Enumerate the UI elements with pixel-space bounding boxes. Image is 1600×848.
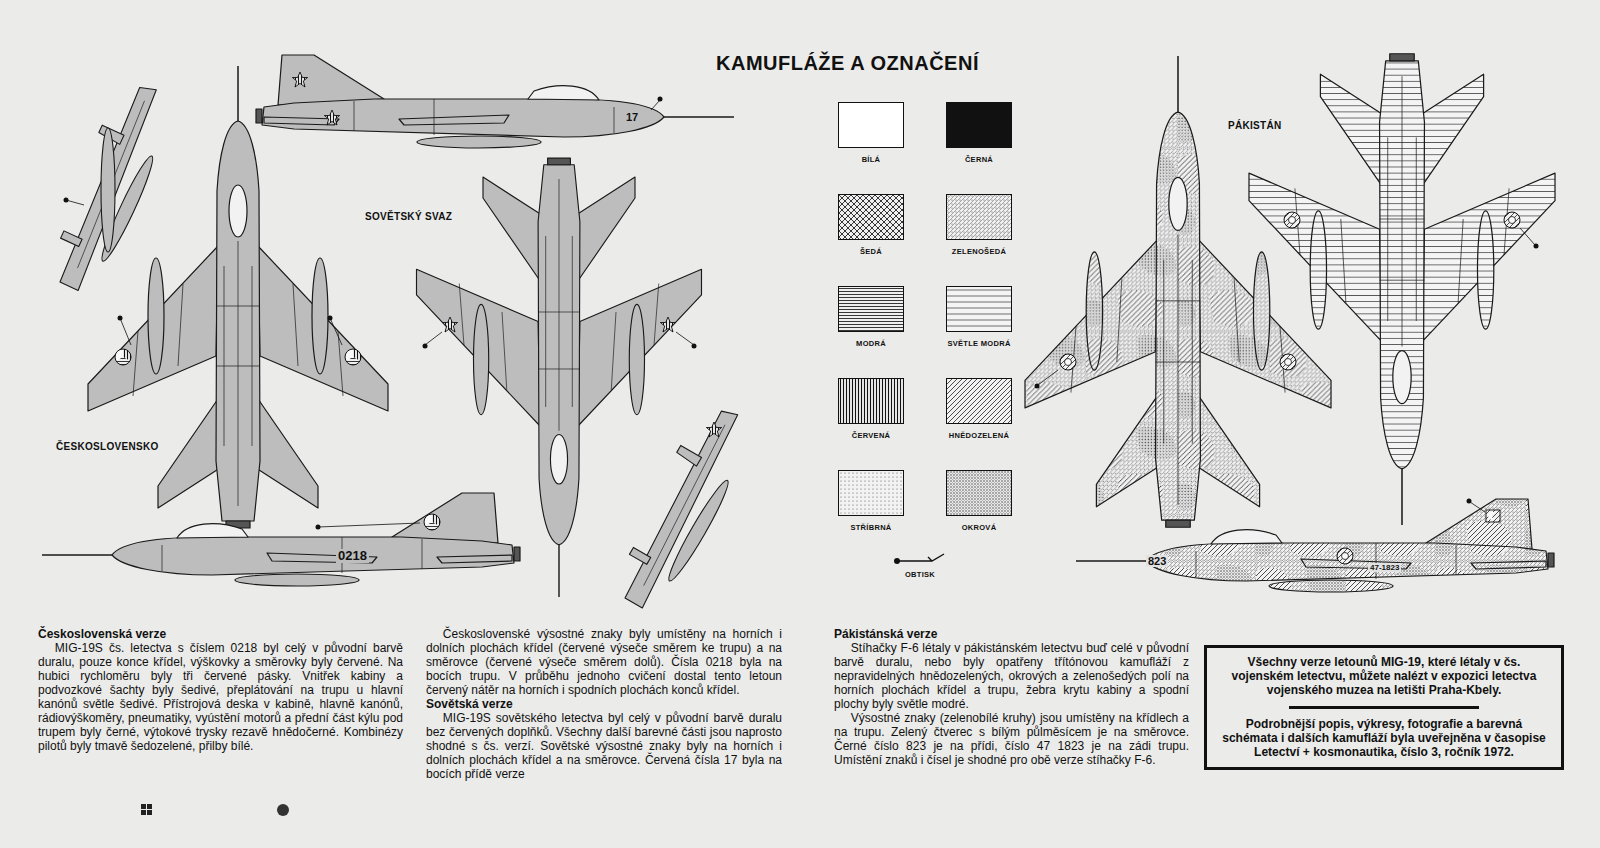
swatch-pattern [947, 471, 1011, 515]
aircraft-number: 47-1823 [1368, 563, 1401, 572]
swatch-pattern [839, 471, 903, 515]
legend-swatch [946, 378, 1012, 424]
version-caption: SOVĚTSKÝ SVAZ [365, 211, 452, 222]
swatch-fill [839, 195, 903, 239]
swatch-pattern [839, 195, 903, 239]
legend-label: MODRÁ [828, 339, 914, 348]
swatch-pattern [839, 287, 903, 331]
legend-swatch [946, 194, 1012, 240]
legend-label: ŠEDÁ [828, 247, 914, 256]
decal-line [897, 554, 944, 561]
swatch-fill [839, 287, 903, 331]
legend-label: BÍLÁ [828, 155, 914, 164]
legend-swatch [838, 470, 904, 516]
legend-label: STŘÍBRNÁ [828, 523, 914, 532]
legend-label: SVĚTLE MODRÁ [936, 339, 1022, 348]
description-text: MIG-19S čs. letectva s číslem 0218 byl c… [38, 641, 403, 753]
description-text: Výsostné znaky (zelenobílé kruhy) jsou u… [834, 711, 1189, 767]
text-column: Československá verzeMIG-19S čs. letectva… [38, 627, 403, 753]
swatch-fill [947, 195, 1011, 239]
text-column: Československé výsostné znaky byly umíst… [426, 627, 782, 781]
swatch-fill [947, 471, 1011, 515]
legend-label: ČERNÁ [936, 155, 1022, 164]
legend-label: ČERVENÁ [828, 431, 914, 440]
legend-label: ZELENOŠEDÁ [936, 247, 1022, 256]
decal-symbol [892, 552, 948, 566]
swatch-fill [839, 471, 903, 515]
legend-swatch [946, 102, 1012, 148]
legend-label: OBTISK [877, 570, 963, 579]
legend-swatch [838, 286, 904, 332]
note-text: Všechny verze letounů MIG-19, které léta… [1219, 655, 1549, 697]
note-text: Podrobnější popis, výkresy, fotografie a… [1219, 717, 1549, 759]
aircraft-number: 823 [1146, 555, 1168, 567]
legend-swatch [946, 286, 1012, 332]
swatch-pattern [947, 379, 1011, 423]
swatch-pattern [947, 287, 1011, 331]
legend-swatch [838, 194, 904, 240]
legend-swatch [838, 378, 904, 424]
version-caption: PÁKISTÁN [1228, 120, 1282, 131]
separator-bar [1289, 706, 1479, 709]
swatch-fill [947, 287, 1011, 331]
legend-label: OKROVÁ [936, 523, 1022, 532]
note-box: Všechny verze letounů MIG-19, které léta… [1204, 645, 1564, 770]
swatch-pattern [947, 195, 1011, 239]
page-title: KAMUFLÁŽE A OZNAČENÍ [716, 52, 979, 75]
description-text: Československé výsostné znaky byly umíst… [426, 627, 782, 697]
swatch-pattern [839, 379, 903, 423]
text-column: Pákistánská verzeStíhačky F-6 létaly v p… [834, 627, 1189, 767]
section-heading: Pákistánská verze [834, 627, 1189, 641]
section-heading: Sovětská verze [426, 697, 782, 711]
legend-swatch [838, 102, 904, 148]
version-caption: ČESKOSLOVENSKO [56, 441, 159, 452]
aircraft-number: 17 [624, 111, 640, 123]
section-heading: Československá verze [38, 627, 403, 641]
legend-swatch [946, 470, 1012, 516]
description-text: Stíhačky F-6 létaly v pákistánském letec… [834, 641, 1189, 711]
legend-label: HNĚDOZELENÁ [936, 431, 1022, 440]
swatch-fill [947, 379, 1011, 423]
aircraft-number: 0218 [336, 549, 369, 563]
swatch-fill [839, 379, 903, 423]
description-text: MIG-19S sovětského letectva byl celý v p… [426, 711, 782, 781]
